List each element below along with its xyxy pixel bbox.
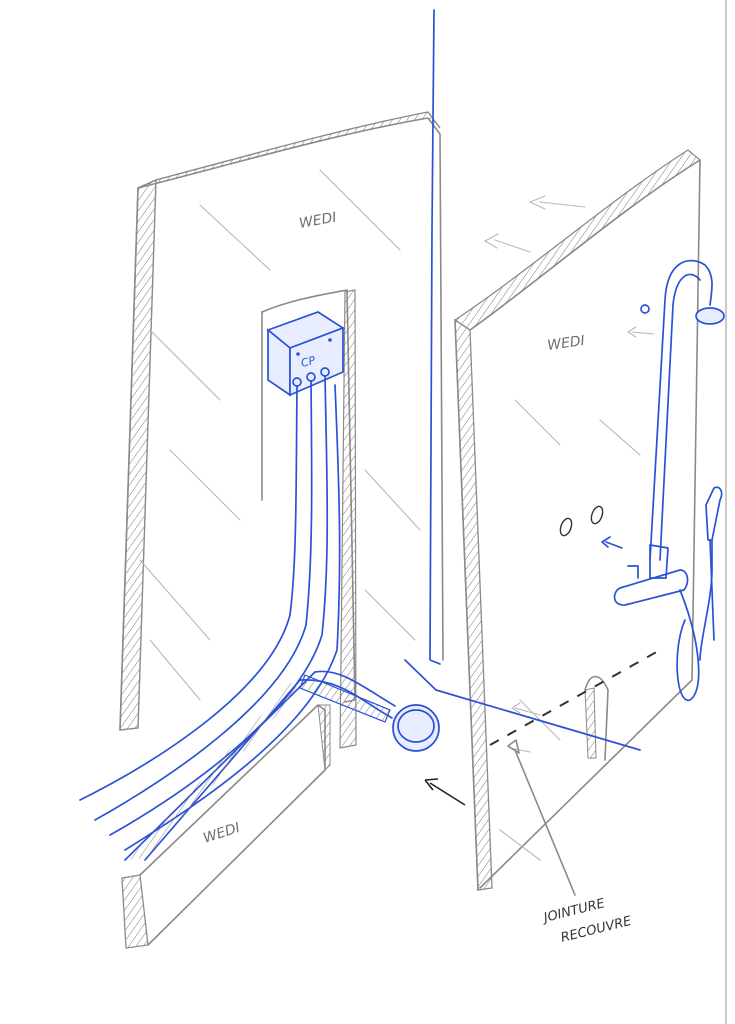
move-arrows	[424, 195, 655, 806]
box-label: CP	[300, 354, 317, 370]
joint-dashed-line	[489, 649, 661, 746]
shower-head-icon	[695, 307, 725, 325]
shower-set	[601, 259, 725, 701]
junction-box	[266, 311, 345, 397]
left-wall-panel	[119, 111, 444, 749]
joint-annotation	[507, 739, 576, 896]
right-panel-label: WEDI	[546, 333, 585, 354]
right-wall-panel	[453, 149, 702, 891]
drain-channel	[124, 659, 641, 861]
left-panel-label: WEDI	[298, 210, 338, 232]
drain-icon	[392, 704, 440, 752]
corner-line	[429, 9, 441, 665]
bottom-panel-label: WEDI	[201, 820, 242, 847]
floor-panel	[121, 704, 331, 949]
pipes	[79, 375, 341, 851]
